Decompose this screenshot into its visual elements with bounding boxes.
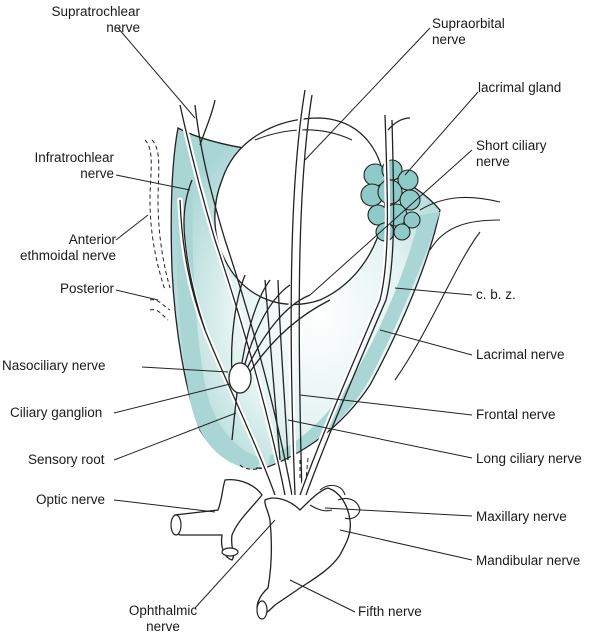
nerve-branches <box>144 87 411 498</box>
fifth-nerve-shape <box>256 487 351 616</box>
label-lacrimal-nerve: Lacrimal nerve <box>476 347 565 362</box>
label-nasociliary-nerve: Nasociliary nerve <box>2 358 106 373</box>
label-sensory-root: Sensory root <box>28 452 105 467</box>
label-posterior: Posterior <box>59 281 114 296</box>
label-frontal-nerve: Frontal nerve <box>476 407 556 422</box>
label-maxillary-nerve: Maxillary nerve <box>476 509 567 524</box>
optic-nerve-shape <box>171 479 263 561</box>
label-lacrimal-gland: lacrimal gland <box>478 80 562 95</box>
label-ciliary-ganglion: Ciliary ganglion <box>10 405 103 420</box>
ciliary-ganglion-shape <box>228 362 252 394</box>
label-fifth-nerve: Fifth nerve <box>358 604 422 619</box>
leader-lines <box>113 27 479 613</box>
label-cbz: c. b. z. <box>476 287 516 302</box>
label-optic-nerve: Optic nerve <box>36 492 106 507</box>
label-mandibular-nerve: Mandibular nerve <box>476 553 581 568</box>
label-long-ciliary-nerve: Long ciliary nerve <box>476 451 582 466</box>
